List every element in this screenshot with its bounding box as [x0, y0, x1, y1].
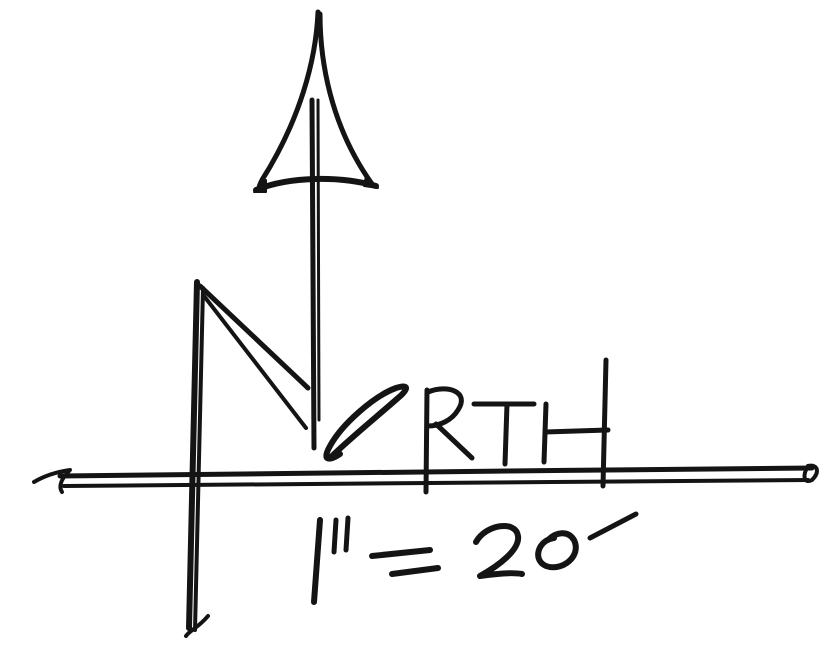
- east-west-line: [32, 463, 819, 494]
- arrow-shaft: [309, 97, 321, 451]
- letters-orth: [323, 357, 611, 495]
- scale-text: [311, 511, 639, 605]
- letter-n: [184, 279, 311, 638]
- arrowhead: [253, 9, 379, 193]
